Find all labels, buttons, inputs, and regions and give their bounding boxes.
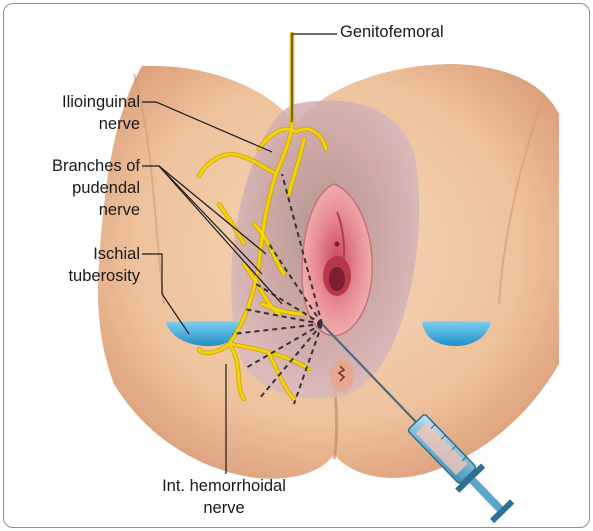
label-hemorrhoidal-line2: nerve	[124, 498, 324, 518]
label-ilioinguinal-line1: Ilioinguinal	[16, 92, 140, 112]
label-ischial-line1: Ischial	[10, 244, 140, 264]
label-pudendal-line3: nerve	[10, 200, 140, 220]
label-pudendal-line2: pudendal	[10, 178, 140, 198]
label-hemorrhoidal-line1: Int. hemorrhoidal	[124, 476, 324, 496]
label-ischial-line2: tuberosity	[10, 266, 140, 286]
label-pudendal-line1: Branches of	[10, 156, 140, 176]
label-ilioinguinal-line2: nerve	[16, 114, 140, 134]
anus	[330, 360, 354, 392]
label-genitofemoral: Genitofemoral	[340, 22, 444, 42]
figure-frame: Genitofemoral Ilioinguinal nerve Branche…	[3, 3, 590, 528]
